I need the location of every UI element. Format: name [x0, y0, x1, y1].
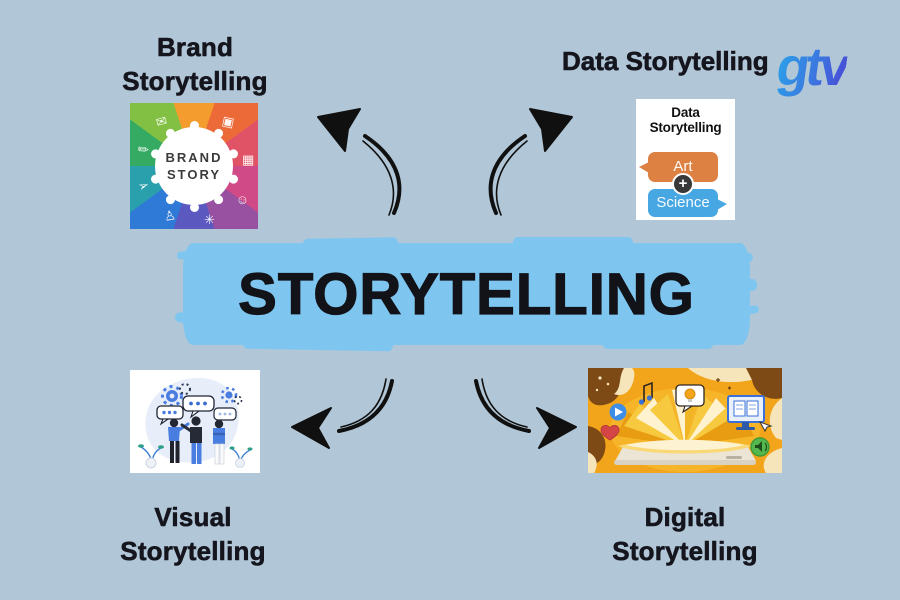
- corner-blob: [588, 452, 597, 473]
- storytelling-banner: STORYTELLING: [174, 237, 760, 352]
- monitor-book-icon: [727, 395, 773, 433]
- gtv-logo: gtv: [772, 37, 850, 97]
- person-figure: [213, 419, 225, 465]
- visual-storytelling-image: [130, 370, 260, 473]
- corner-blob: [769, 398, 782, 440]
- sparkle-icon: [716, 378, 731, 390]
- blocks-icon: ▦: [242, 152, 255, 167]
- heart-icon: [600, 425, 620, 441]
- arrow-to-visual: [291, 378, 394, 449]
- brand-title-line1: Brand: [156, 32, 234, 63]
- music-note-icon: [638, 381, 653, 405]
- book-on-laptop-illustration: [588, 368, 782, 473]
- picture-frame-icon: ▣: [220, 112, 236, 131]
- people-talking-illustration: [130, 370, 260, 473]
- brush-stroke: [183, 243, 750, 345]
- plant-icon: [138, 444, 164, 469]
- main-title: STORYTELLING: [238, 261, 695, 327]
- brush-streak: [735, 279, 757, 291]
- digital-storytelling-label: Digital Storytelling: [565, 500, 805, 568]
- brand-title-line2: Storytelling: [122, 66, 268, 97]
- audio-icon: [750, 437, 770, 457]
- data-storytelling-header: Data Storytelling gtv: [562, 37, 850, 98]
- card-heading: Data Storytelling: [636, 105, 735, 135]
- lightbulb-bubble-icon: [675, 384, 705, 414]
- card-heading-line1: Data: [671, 105, 700, 120]
- corner-blob: [688, 368, 766, 383]
- digital-storytelling-image: [588, 368, 782, 473]
- sparkle-person-icon: ✳: [204, 212, 215, 227]
- arrow-to-brand: [317, 108, 402, 216]
- brand-caption-line1: BRAND: [165, 150, 223, 165]
- arrow-to-digital: [474, 378, 577, 449]
- corner-blob: [614, 368, 635, 396]
- digital-title-line1: Digital: [644, 502, 726, 533]
- brand-caption-line2: STORY: [166, 167, 222, 182]
- corner-blob: [588, 368, 628, 406]
- visual-title-line1: Visual: [154, 502, 232, 533]
- person-figure: [168, 418, 190, 463]
- corner-blob: [763, 448, 782, 473]
- card-heading-line2: Storytelling: [649, 120, 722, 135]
- speech-bubble: [156, 405, 184, 426]
- gear-icon: [220, 386, 243, 405]
- data-storytelling-card: Data Storytelling Art + Science: [636, 99, 735, 220]
- person-icon: ♙: [162, 207, 177, 224]
- data-storytelling-label: Data Storytelling: [562, 46, 769, 77]
- brush-streak: [513, 237, 633, 247]
- speech-bubble: [182, 395, 215, 419]
- wheel-dot: [189, 120, 199, 130]
- play-icon: [609, 403, 627, 421]
- visual-title-line2: Storytelling: [120, 536, 266, 567]
- plus-icon: +: [672, 173, 694, 195]
- science-bubble: Science: [648, 189, 727, 217]
- arrow-to-data: [488, 108, 573, 216]
- brush-streak: [603, 340, 713, 349]
- brand-story-image: ✉ ▣ ▦ ☺ ✳ ♙ ➢ ✎ BRAND STORY: [130, 103, 258, 229]
- corner-blob: [746, 368, 782, 399]
- open-book-icon: [616, 388, 754, 454]
- brand-storytelling-label: Brand Storytelling: [75, 30, 315, 98]
- speech-bubble: [213, 407, 237, 421]
- brand-story-badge: BRAND STORY: [155, 127, 233, 205]
- digital-title-line2: Storytelling: [612, 536, 758, 567]
- visual-storytelling-label: Visual Storytelling: [73, 500, 313, 568]
- person-figure: [180, 416, 202, 464]
- plant-icon: [229, 446, 253, 468]
